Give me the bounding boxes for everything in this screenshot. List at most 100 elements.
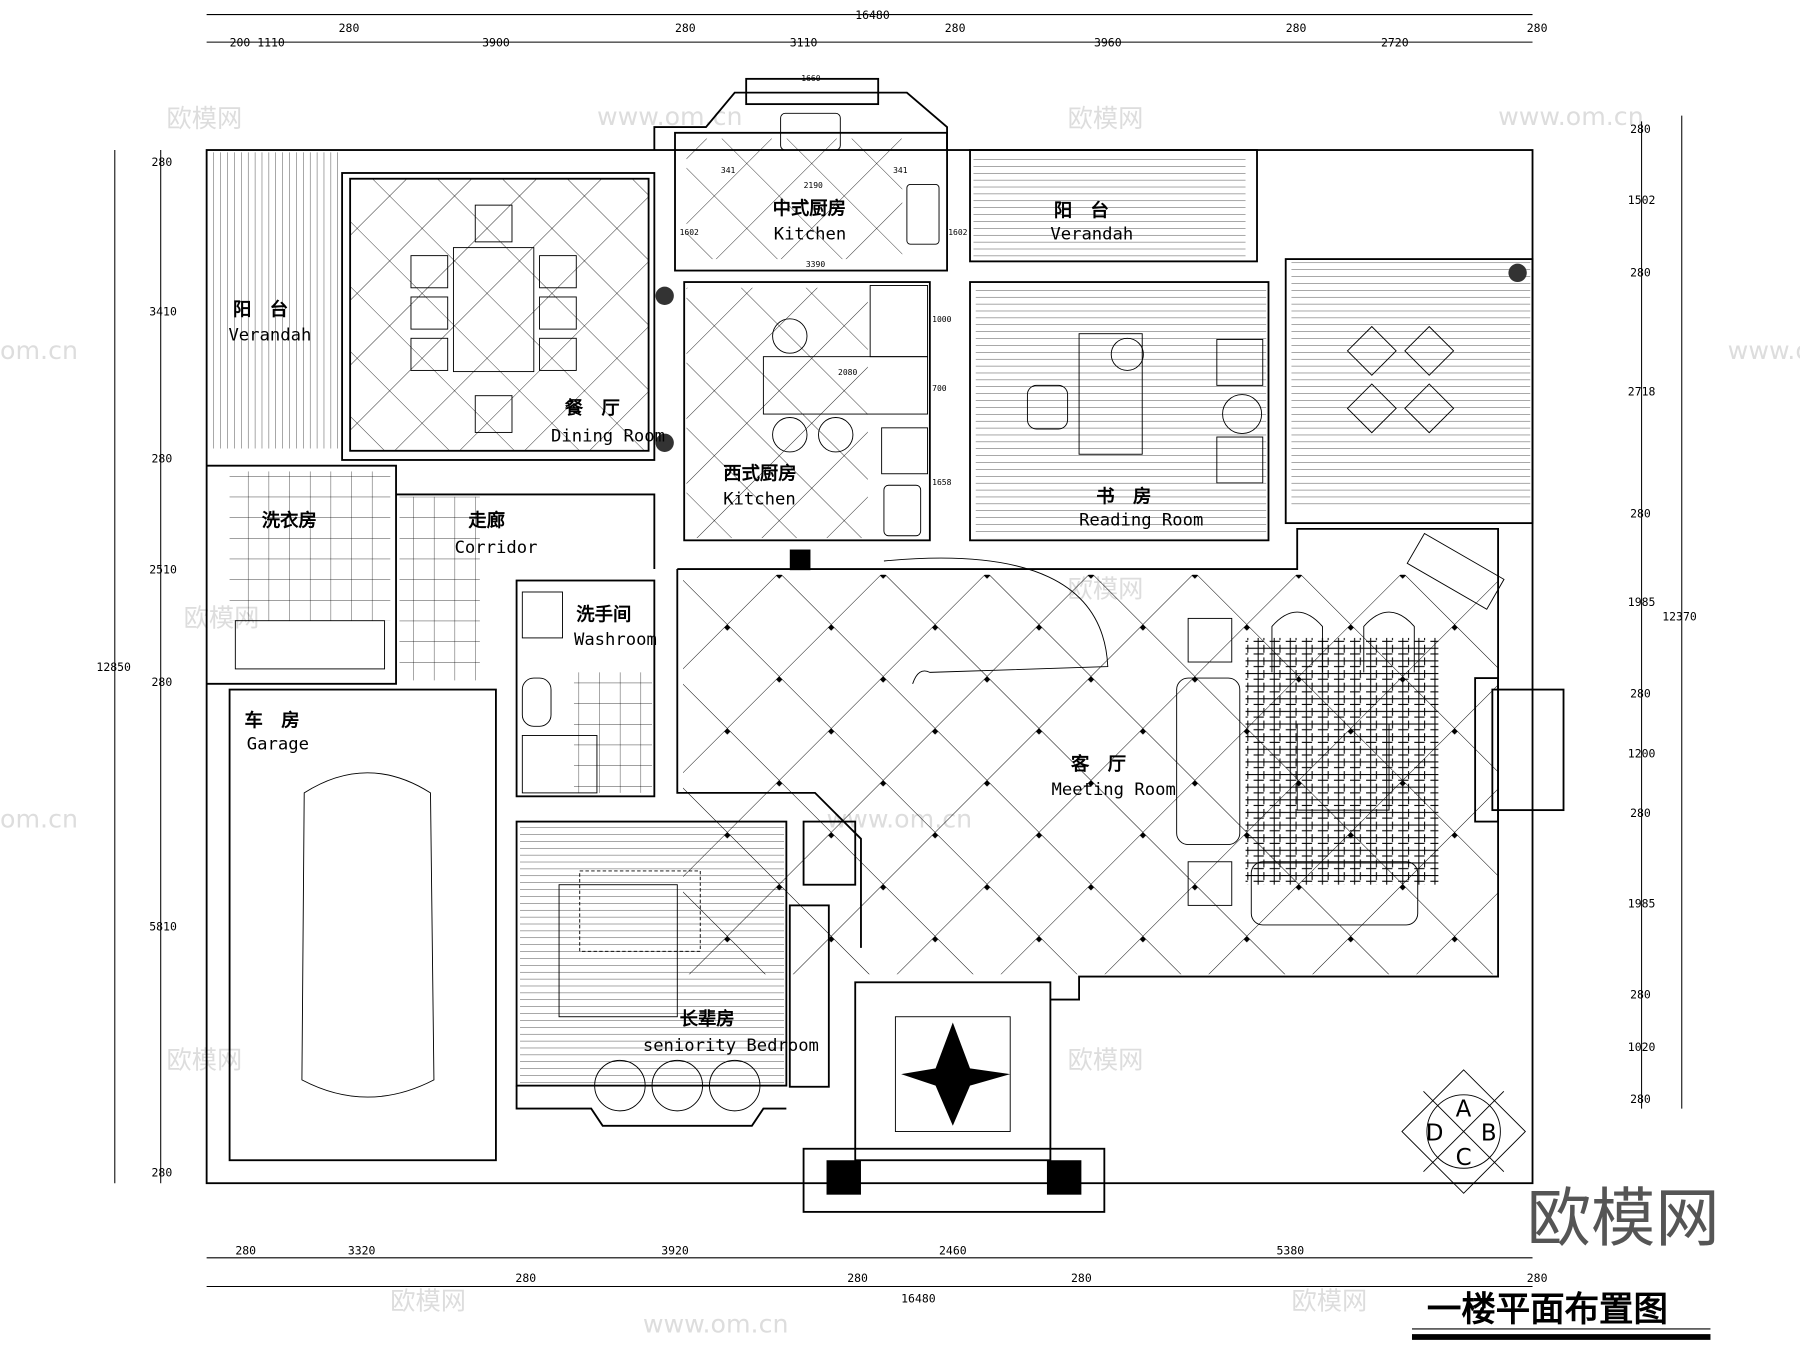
svg-text:280: 280 — [1527, 21, 1548, 35]
svg-text:1660: 1660 — [801, 74, 820, 83]
svg-text:341: 341 — [721, 166, 736, 175]
svg-text:长辈房: 长辈房 — [680, 1008, 735, 1030]
svg-text:200 1110: 200 1110 — [230, 36, 285, 50]
svg-text:洗衣房: 洗衣房 — [262, 510, 317, 532]
svg-text:1602: 1602 — [680, 228, 699, 237]
svg-text:阳 台: 阳 台 — [233, 298, 288, 320]
svg-text:Washroom: Washroom — [574, 630, 657, 650]
svg-text:C: C — [1456, 1145, 1472, 1171]
dimension-left: 280 3410 280 2510 280 5810 280 12850 — [96, 155, 177, 1179]
svg-text:Corridor: Corridor — [455, 538, 538, 558]
svg-text:洗手间: 洗手间 — [576, 604, 631, 626]
svg-text:16480: 16480 — [901, 1292, 936, 1306]
svg-text:2510: 2510 — [149, 563, 177, 577]
svg-text:280: 280 — [152, 451, 173, 465]
svg-text:3390: 3390 — [806, 260, 825, 269]
compass-symbol: A B C D — [1401, 1069, 1526, 1194]
svg-text:www.om.cn: www.om.cn — [597, 102, 743, 131]
floor-finishes — [208, 138, 1531, 1084]
dimension-lines — [114, 14, 1683, 1288]
svg-text:1602: 1602 — [948, 228, 967, 237]
svg-text:280: 280 — [1630, 1092, 1651, 1106]
svg-text:280: 280 — [152, 155, 173, 169]
svg-text:欧模网: 欧模网 — [166, 104, 242, 133]
svg-text:280: 280 — [1630, 987, 1651, 1001]
svg-text:280: 280 — [152, 1165, 173, 1179]
svg-text:280: 280 — [152, 675, 173, 689]
svg-text:欧模网: 欧模网 — [390, 1286, 466, 1315]
svg-text:280: 280 — [1071, 1271, 1092, 1285]
svg-text:走廊: 走廊 — [468, 510, 505, 532]
svg-text:2460: 2460 — [939, 1243, 967, 1257]
svg-text:280: 280 — [847, 1271, 868, 1285]
room-label-meeting: 客 厅 Meeting Room — [1052, 753, 1176, 800]
svg-text:客 厅: 客 厅 — [1071, 753, 1126, 775]
room-label-verandah-top: 阳 台 Verandah — [1050, 200, 1133, 245]
room-label-corridor: 走廊 Corridor — [455, 510, 538, 558]
svg-text:12370: 12370 — [1662, 610, 1697, 624]
walls — [205, 77, 1565, 1213]
svg-text:书 房: 书 房 — [1096, 485, 1151, 507]
svg-text:341: 341 — [893, 166, 908, 175]
svg-text:5810: 5810 — [149, 920, 177, 934]
svg-text:280: 280 — [675, 21, 696, 35]
svg-text:欧模网: 欧模网 — [166, 1045, 242, 1074]
drawing-title: 一楼平面布置图 — [1427, 1290, 1668, 1330]
svg-text:280: 280 — [235, 1243, 256, 1257]
svg-text:B: B — [1481, 1121, 1497, 1147]
svg-text:餐 厅: 餐 厅 — [564, 397, 620, 419]
furniture — [234, 112, 1527, 1132]
svg-text:16480: 16480 — [855, 8, 890, 22]
svg-text:1200: 1200 — [1628, 746, 1656, 760]
svg-text:Reading Room: Reading Room — [1079, 510, 1203, 530]
room-label-bedroom: 长辈房 seniority Bedroom — [643, 1008, 819, 1056]
svg-text:Dining Room: Dining Room — [551, 427, 665, 447]
svg-text:西式厨房: 西式厨房 — [723, 462, 796, 484]
room-label-western-kitchen: 西式厨房 Kitchen — [723, 462, 796, 509]
svg-text:1000: 1000 — [932, 315, 951, 324]
svg-text:D: D — [1426, 1121, 1444, 1147]
room-label-laundry: 洗衣房 — [262, 510, 317, 532]
svg-text:1985: 1985 — [1628, 897, 1656, 911]
dimension-right: 280 1502 280 2718 280 1985 280 1200 280 … — [1628, 122, 1697, 1106]
svg-text:www.om.cn: www.om.cn — [1728, 336, 1800, 365]
dimension-kitchen: 1660 341 341 2190 3390 1602 1602 1000 20… — [680, 74, 968, 487]
svg-text:om.cn: om.cn — [0, 336, 78, 365]
svg-text:www.om.cn: www.om.cn — [643, 1309, 789, 1338]
svg-text:3110: 3110 — [790, 36, 818, 50]
svg-text:280: 280 — [1630, 687, 1651, 701]
room-label-dining: 餐 厅 Dining Room — [551, 397, 665, 447]
room-label-reading: 书 房 Reading Room — [1079, 485, 1203, 530]
svg-text:3960: 3960 — [1094, 36, 1122, 50]
svg-text:车 房: 车 房 — [245, 709, 300, 731]
svg-text:700: 700 — [932, 384, 947, 393]
svg-text:Verandah: Verandah — [228, 326, 311, 346]
svg-text:seniority Bedroom: seniority Bedroom — [643, 1036, 819, 1056]
svg-text:3320: 3320 — [348, 1243, 376, 1257]
room-label-washroom: 洗手间 Washroom — [574, 604, 657, 650]
svg-text:280: 280 — [1630, 122, 1651, 136]
svg-text:欧模网: 欧模网 — [1068, 104, 1144, 133]
svg-text:3410: 3410 — [149, 304, 177, 318]
svg-text:www.om.cn: www.om.cn — [1498, 102, 1644, 131]
svg-text:12850: 12850 — [96, 660, 131, 674]
svg-text:阳 台: 阳 台 — [1054, 200, 1109, 222]
svg-text:Kitchen: Kitchen — [723, 490, 796, 510]
svg-text:中式厨房: 中式厨房 — [773, 197, 846, 219]
svg-text:280: 280 — [339, 21, 360, 35]
svg-text:1502: 1502 — [1628, 193, 1656, 207]
svg-text:1020: 1020 — [1628, 1040, 1656, 1054]
svg-text:2080: 2080 — [838, 368, 857, 377]
svg-text:280: 280 — [515, 1271, 536, 1285]
svg-text:Verandah: Verandah — [1050, 225, 1133, 245]
svg-text:5380: 5380 — [1277, 1243, 1305, 1257]
svg-text:1658: 1658 — [932, 478, 951, 487]
svg-text:欧模网: 欧模网 — [1291, 1286, 1367, 1315]
svg-text:Meeting Room: Meeting Room — [1052, 780, 1176, 800]
svg-text:1985: 1985 — [1628, 595, 1656, 609]
svg-text:280: 280 — [1630, 506, 1651, 520]
svg-text:欧模网: 欧模网 — [1068, 1045, 1144, 1074]
